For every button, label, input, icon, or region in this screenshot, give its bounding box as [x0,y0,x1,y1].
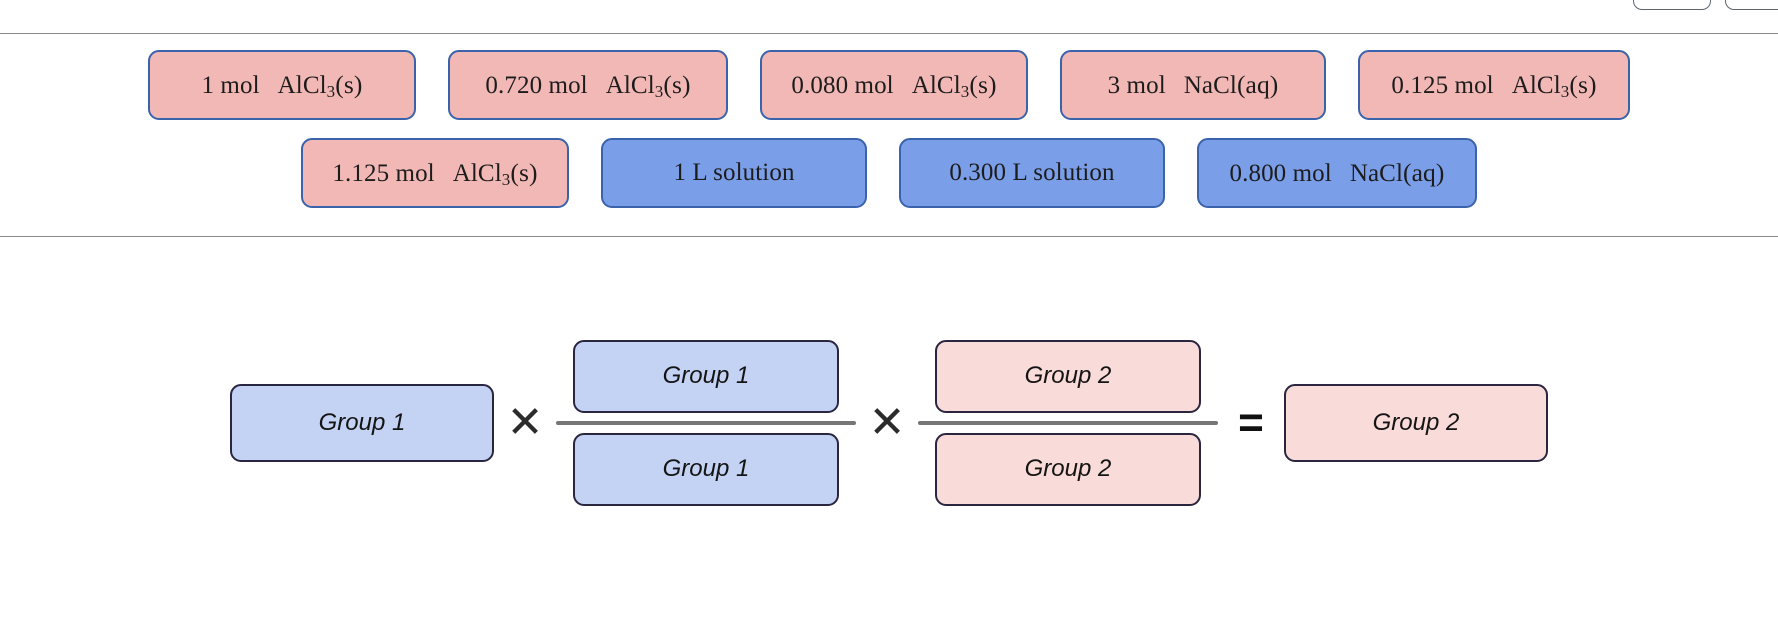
drop-zone-label: Group 1 [662,362,750,389]
fraction-bar-2 [918,420,1218,425]
conversion-factor-1: Group 1 Group 1 [556,339,856,506]
divider-top [0,33,1778,34]
top-toolbar-strip [0,0,1778,33]
drop-zone-result[interactable]: Group 2 [1284,383,1548,462]
drop-zone-first-term[interactable]: Group 1 [230,383,494,462]
drop-zone-factor2-numerator[interactable]: Group 2 [935,339,1201,413]
equals-operator: = [1238,397,1264,447]
drop-zone-label: Group 2 [1024,362,1112,389]
draggable-tile[interactable]: 0.300 L solution [899,138,1165,208]
divider-middle [0,236,1778,237]
tile-label: 1 L solution [673,159,795,186]
toolbar-button-2[interactable] [1725,0,1778,10]
drop-zone-label: Group 2 [1372,408,1460,436]
draggable-tile[interactable]: 1 L solution [601,138,867,208]
drop-zone-label: Group 1 [662,455,750,482]
conversion-equation: Group 1 ✕ Group 1 Group 1 ✕ Group 2 [0,237,1778,632]
tile-label: 0.300 L solution [949,159,1115,186]
fraction-bar-1 [556,420,856,425]
drop-zone-factor1-numerator[interactable]: Group 1 [573,339,839,413]
toolbar-button-1[interactable] [1633,0,1711,10]
drop-zone-factor2-denominator[interactable]: Group 2 [935,432,1201,506]
multiply-operator-2: ✕ [868,397,906,447]
drop-zone-factor1-denominator[interactable]: Group 1 [573,432,839,506]
multiply-operator-1: ✕ [506,397,544,447]
drop-zone-label: Group 1 [318,408,406,436]
conversion-factor-2: Group 2 Group 2 [918,339,1218,506]
drop-zone-label: Group 2 [1024,455,1112,482]
